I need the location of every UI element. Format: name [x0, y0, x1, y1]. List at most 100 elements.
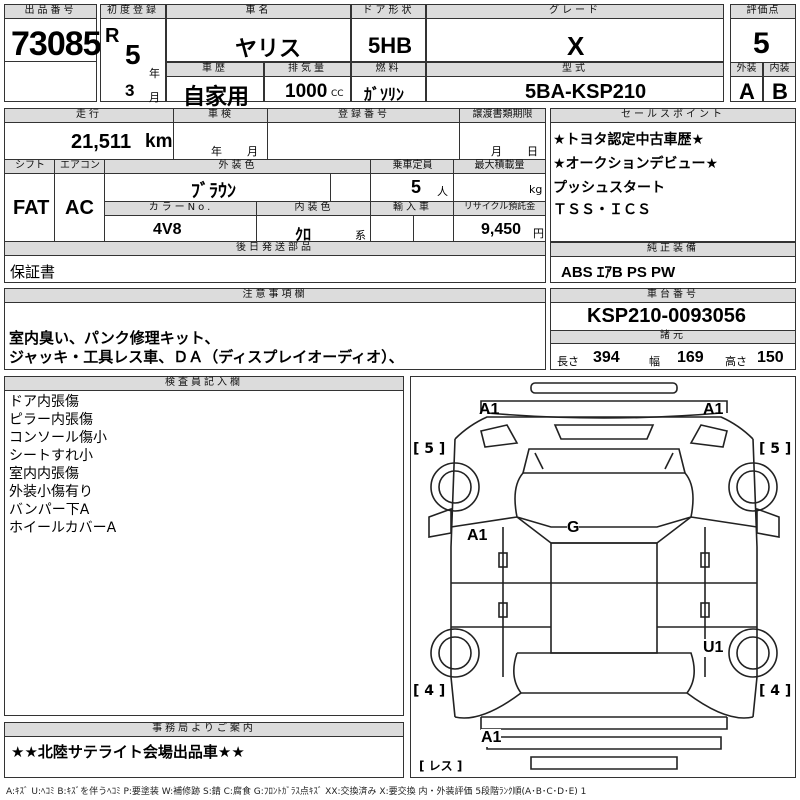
displacement-header: 排気量: [264, 62, 351, 77]
legend: A:ｷｽﾞ U:ﾍｺﾐ B:ｷｽﾞを伴うﾍｺﾐ P:要塗装 W:補修跡 S:錆 …: [6, 787, 587, 797]
equipment: ABS ｴｱB PS PW: [561, 264, 676, 281]
int-grade-box: 内装 B: [763, 62, 796, 104]
insp-month-unit: 月: [247, 145, 258, 158]
tire-rear-left: [ 4 ]: [413, 683, 446, 699]
damage-roof: G: [567, 519, 580, 537]
first-reg-year: 5: [125, 39, 141, 70]
model-code: 5BA-KSP210: [525, 81, 647, 103]
int-color: ｸﾛ: [295, 227, 312, 244]
cc-unit: CC: [331, 89, 344, 99]
sales-points-header: セールスポイント: [550, 108, 796, 123]
color-no: 4V8: [153, 221, 182, 238]
tire-front-left: [ 5 ]: [413, 441, 446, 457]
car-name-box: 車名 ヤリス: [166, 4, 351, 62]
door-type: 5HB: [368, 33, 413, 58]
mileage-header: 走行: [4, 108, 174, 123]
car-outline: [428, 382, 780, 770]
history-box: 車歴 自家用: [166, 62, 264, 109]
first-reg-header: 初度登録: [100, 4, 166, 19]
shift-header: シフト: [4, 159, 56, 174]
int-color-header: 内装色: [256, 201, 372, 216]
damage-left-side: A1: [467, 527, 488, 545]
ext-grade: A: [739, 79, 755, 104]
chassis-number: KSP210-0093056: [587, 305, 747, 327]
later-parts-box: 保証書: [4, 255, 546, 283]
model-box: 型式 5BA-KSP210: [426, 62, 724, 103]
score-box: 評価点 5: [730, 4, 796, 66]
yen-unit: 円: [533, 227, 544, 240]
height-label: 高さ: [725, 355, 747, 368]
width-label: 幅: [649, 355, 660, 368]
later-parts: 保証書: [10, 263, 56, 281]
inspector-line-8: ホイールカバーA: [9, 520, 117, 536]
capacity-header: 乗車定員: [370, 159, 455, 174]
kg-unit: kg: [529, 183, 543, 196]
int-grade: B: [772, 79, 788, 104]
note-line-2: ジャッキ・工具レス車、ＤＡ（ディスプレイオーディオ）、: [9, 348, 404, 366]
aircon-value: AC: [65, 197, 94, 219]
first-reg-month: 3: [125, 81, 135, 100]
displacement: 1000: [285, 81, 328, 102]
insp-year-unit: 年: [211, 145, 222, 158]
score: 5: [753, 27, 770, 60]
lot-header: 出品番号: [4, 4, 97, 19]
tire-front-right: [ 5 ]: [759, 441, 792, 457]
car-name-header: 車名: [166, 4, 351, 19]
equipment-box: 純正装備 ABS ｴｱB PS PW: [550, 242, 796, 283]
damage-front-left: A1: [479, 401, 500, 418]
aircon-header: エアコン: [54, 159, 106, 174]
recycle-fee: 9,450: [481, 221, 522, 238]
transfer-day-unit: 日: [527, 145, 538, 158]
notes-header: 注意事項欄: [4, 288, 546, 303]
spec-box: 走行 車検 登録番号 譲渡書類期限 21,511 km 年 月 月 日 シフト …: [4, 108, 546, 256]
lot-box: 出品番号 73085: [4, 4, 102, 102]
grade-box: グレード X: [426, 4, 724, 62]
lot-number: 73085: [11, 25, 102, 63]
shift-value: FAT: [13, 197, 50, 219]
inspector-line-3: コンソール傷小: [9, 430, 107, 446]
sales-point-1: ★トヨタ認定中古車歴★: [553, 132, 705, 148]
int-color-unit: 系: [355, 229, 366, 242]
era: R: [105, 25, 120, 47]
tire-rear-right: [ 4 ]: [759, 683, 792, 699]
width: 169: [677, 349, 704, 366]
sales-point-4: ＴＳＳ・ＩＣＳ: [553, 202, 651, 218]
transfer-month-unit: 月: [491, 145, 502, 158]
mileage: 21,511: [71, 131, 132, 153]
ext-color-header: 外装色: [104, 159, 372, 174]
year-unit: 年: [149, 67, 160, 80]
inspection-header: 車検: [173, 108, 269, 123]
inspector-line-6: 外装小傷有り: [9, 484, 93, 500]
office-box: 事務局よりご案内 ★★北陸サテライト会場出品車★★: [4, 722, 404, 778]
ext-grade-box: 外装 A: [730, 62, 763, 104]
chassis-box: 車台番号 KSP210-0093056 諸元 長さ 394 幅 169 高さ 1…: [550, 288, 796, 370]
length-label: 長さ: [557, 355, 579, 368]
later-parts-header: 後日発送部品: [4, 241, 546, 256]
inspector-line-4: シートすれ小: [9, 448, 93, 464]
int-grade-header: 内装: [763, 62, 796, 77]
inspector-line-7: バンパー下A: [9, 502, 90, 518]
ext-grade-header: 外装: [730, 62, 763, 77]
car-diagram: A1 A1 [ 5 ] [ 5 ] G A1 U1 [ 4 ] [ 4 ] A1…: [410, 376, 796, 778]
sales-point-3: プッシュスタート: [553, 180, 665, 196]
sales-point-2: ★オークションデビュー★: [553, 156, 719, 172]
chassis-header: 車台番号: [550, 288, 796, 303]
transfer-header: 譲渡書類期限: [459, 108, 546, 123]
import-header: 輸入車: [370, 201, 455, 216]
note-line-1: 室内臭い、パンク修理キット、: [9, 329, 220, 347]
history-header: 車歴: [166, 62, 264, 77]
fuel-box: 燃料 ｶﾞｿﾘﾝ: [351, 62, 426, 104]
capacity: 5: [411, 177, 422, 197]
inspector-line-2: ピラー内張傷: [9, 412, 93, 428]
fuel: ｶﾞｿﾘﾝ: [364, 87, 405, 104]
color-no-header: カラーNo.: [104, 201, 258, 216]
sales-points-box: セールスポイント ★トヨタ認定中古車歴★ ★オークションデビュー★ プッシュスタ…: [550, 108, 796, 242]
km-unit: km: [145, 131, 173, 152]
month-unit: 月: [149, 91, 160, 104]
first-reg-box: 初度登録 R 5 年 3 月: [100, 4, 166, 104]
max-load-header: 最大積載量: [453, 159, 546, 174]
spare-tire: [ レス ]: [419, 757, 463, 774]
reg-no-header: 登録番号: [267, 108, 461, 123]
person-unit: 人: [437, 185, 448, 198]
notes-box: 注意事項欄 室内臭い、パンク修理キット、 ジャッキ・工具レス車、ＤＡ（ディスプレ…: [4, 288, 546, 370]
